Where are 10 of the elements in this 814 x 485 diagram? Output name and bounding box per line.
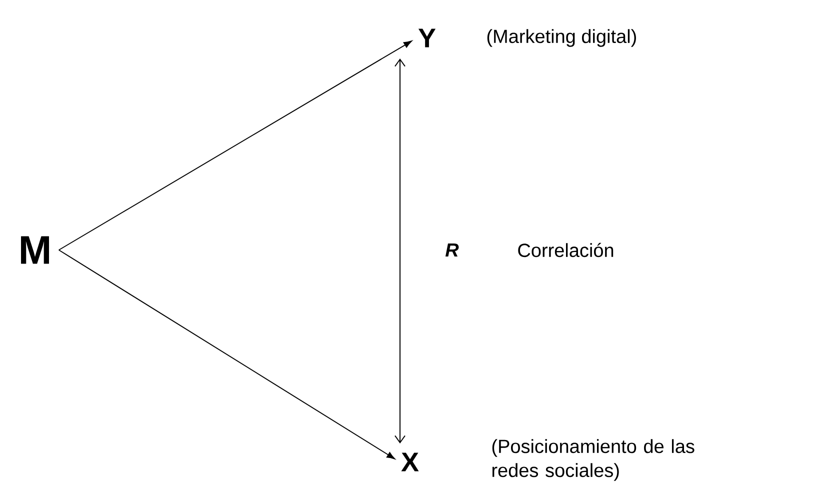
description-text: (Posicionamiento de las redes sociales) (492, 439, 694, 481)
arrow (394, 58, 406, 444)
annotation-text: Correlación (518, 242, 614, 258)
arrow (58, 250, 396, 460)
edge-label: R (445, 243, 459, 257)
description-text: (Marketing digital) (487, 29, 636, 47)
variable-label: X (401, 452, 419, 472)
variable-label: Y (418, 28, 436, 48)
variable-label: M (21, 236, 49, 264)
arrow (58, 40, 412, 250)
